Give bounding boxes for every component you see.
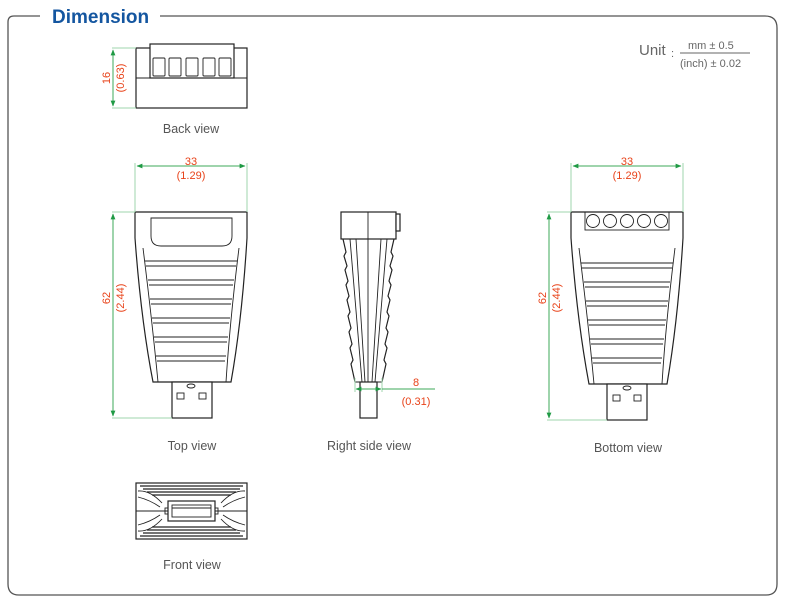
bottom-view-caption: Bottom view xyxy=(594,441,663,455)
frame-border xyxy=(7,15,778,596)
right-side-view: 8 (0.31) Right side view xyxy=(327,211,435,453)
bottom-length-mm: 62 xyxy=(537,292,549,304)
page-title: Dimension xyxy=(52,7,149,28)
bottom-length-in: (2.44) xyxy=(551,284,563,313)
unit-separator: : xyxy=(671,48,674,60)
back-height-mm: 16 xyxy=(101,72,113,84)
bottom-view-usb-plug xyxy=(606,383,648,421)
back-view-terminals xyxy=(152,57,232,77)
front-view: Front view xyxy=(135,482,248,572)
unit-legend: Unit : mm ± 0.5 (inch) ± 0.02 xyxy=(639,40,750,70)
back-view: 16 (0.63) Back view xyxy=(101,43,248,136)
back-height-in: (0.63) xyxy=(115,64,127,93)
back-view-caption: Back view xyxy=(163,122,220,136)
bottom-width-in: (1.29) xyxy=(613,170,642,182)
top-width-mm: 33 xyxy=(185,156,197,168)
top-view: 33 (1.29) 62 (2.44) Top view xyxy=(101,156,248,453)
bottom-width-mm: 33 xyxy=(621,156,633,168)
front-view-caption: Front view xyxy=(163,558,222,572)
bottom-view: 33 (1.29) 62 (2.44) Bottom view xyxy=(537,156,684,455)
top-view-usb-plug xyxy=(171,381,213,419)
side-thickness-mm: 8 xyxy=(413,377,419,389)
top-view-ribs xyxy=(145,260,237,362)
unit-label: Unit xyxy=(639,42,667,59)
bottom-view-terminals xyxy=(586,214,668,228)
top-width-in: (1.29) xyxy=(177,170,206,182)
top-length-in: (2.44) xyxy=(115,284,127,313)
top-view-caption: Top view xyxy=(168,439,218,453)
bottom-view-ribs xyxy=(581,262,673,364)
side-thickness-in: (0.31) xyxy=(402,396,431,408)
right-side-view-caption: Right side view xyxy=(327,439,412,453)
unit-numerator: mm ± 0.5 xyxy=(688,40,734,52)
unit-denominator: (inch) ± 0.02 xyxy=(680,58,741,70)
top-length-mm: 62 xyxy=(101,292,113,304)
